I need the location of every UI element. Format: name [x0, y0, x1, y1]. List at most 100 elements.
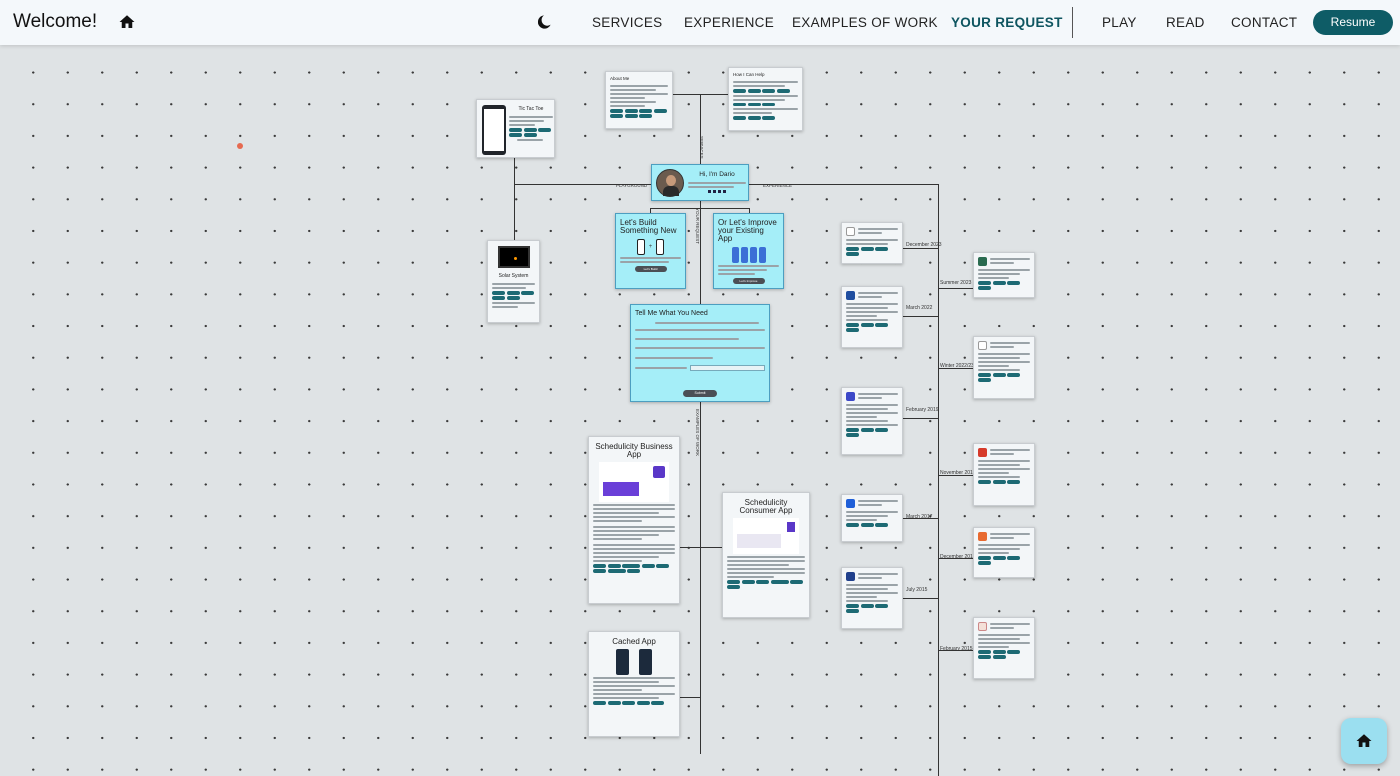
experience-card[interactable]	[973, 443, 1035, 506]
nav-contact[interactable]: CONTACT	[1231, 15, 1298, 30]
experience-card[interactable]	[841, 494, 903, 542]
company-logo	[846, 391, 855, 401]
company-logo	[978, 256, 987, 266]
help-card[interactable]: How I Can Help	[728, 67, 803, 131]
company-logo	[978, 447, 987, 457]
company-logo	[978, 531, 987, 541]
date-left-4: March 2017	[906, 514, 933, 520]
home-icon[interactable]	[118, 13, 136, 31]
date-right-2: Winter 2022/23	[940, 363, 974, 369]
experience-card[interactable]	[841, 387, 903, 455]
improve-illustration	[718, 247, 779, 263]
cached-title: Cached App	[612, 637, 656, 646]
cached-image	[593, 649, 675, 675]
examples-branch	[680, 547, 722, 548]
services-branch	[672, 94, 766, 95]
experience-card[interactable]	[841, 222, 903, 264]
improve-card[interactable]: Or Let's Improve your Existing App Let's…	[713, 213, 784, 289]
date-right-4: December 2015	[940, 554, 976, 560]
sched-biz-card[interactable]: Schedulicity Business App	[588, 436, 680, 604]
date-left-2: March 2022	[906, 305, 933, 311]
experience-card[interactable]	[973, 617, 1035, 679]
company-logo	[978, 621, 987, 631]
sched-biz-image	[599, 462, 669, 502]
trunk-line	[700, 94, 701, 754]
tictactoe-title: Tic Tac Toe	[518, 106, 544, 112]
nav-your-request[interactable]: YOUR REQUEST	[951, 15, 1063, 30]
nav-read[interactable]: READ	[1166, 15, 1205, 30]
link-icon[interactable]	[708, 190, 711, 193]
request-title: Tell Me What You Need	[635, 310, 708, 317]
exp-branch-6	[938, 288, 973, 289]
experience-card[interactable]	[973, 336, 1035, 399]
company-logo	[978, 340, 987, 350]
exp-branch-4	[903, 518, 938, 519]
build-illustration: +	[620, 239, 681, 255]
nav-divider	[1072, 7, 1073, 38]
exp-branch-2	[903, 316, 938, 317]
brand-title[interactable]: Welcome!	[13, 11, 98, 32]
experience-card[interactable]	[841, 286, 903, 348]
tictactoe-card[interactable]: Tic Tac Toe	[476, 99, 555, 158]
improve-button[interactable]: Let's Improve	[732, 278, 765, 284]
date-right-3: November 2017	[940, 470, 976, 476]
build-button[interactable]: Let's Build	[634, 266, 667, 272]
experience-card[interactable]	[973, 252, 1035, 298]
exp-branch-9	[938, 558, 973, 559]
date-right-1: Summer 2023	[940, 280, 972, 286]
build-card[interactable]: Let's Build Something New + Let's Build	[615, 213, 686, 289]
date-left-5: July 2015	[906, 587, 928, 593]
playground-line	[514, 158, 515, 240]
home-icon	[1356, 734, 1372, 747]
date-left-1: December 2023	[906, 242, 942, 248]
message-input[interactable]	[690, 365, 765, 371]
monitor-image	[497, 246, 530, 268]
hero-title: Hi, I'm Dario	[699, 171, 735, 178]
sched-consumer-card[interactable]: Schedulicity Consumer App	[722, 492, 810, 618]
exp-branch-3	[903, 418, 938, 419]
company-logo	[846, 571, 855, 581]
cached-branch	[680, 697, 700, 698]
sched-biz-title: Schedulicity Business App	[595, 442, 673, 459]
build-connector	[650, 208, 651, 214]
hero-card[interactable]: Hi, I'm Dario	[651, 164, 749, 201]
date-left-3: February 2019	[906, 407, 939, 413]
nav-services[interactable]: SERVICES	[592, 15, 663, 30]
experience-card[interactable]	[973, 527, 1035, 578]
submit-button[interactable]: Submit	[683, 390, 717, 397]
nav-experience[interactable]: EXPERIENCE	[684, 15, 775, 30]
company-logo	[846, 226, 855, 236]
about-card[interactable]: About Me	[605, 71, 673, 129]
exp-branch-10	[938, 650, 973, 651]
moon-icon[interactable]	[538, 13, 554, 31]
date-right-5: February 2015	[940, 646, 973, 652]
cached-card[interactable]: Cached App	[588, 631, 680, 737]
label-services: SERVICES	[699, 136, 704, 159]
nav-examples-of-work[interactable]: EXAMPLES OF WORK	[792, 15, 938, 30]
label-examples: EXAMPLES OF WORK	[695, 409, 700, 457]
solar-title: Solar System	[498, 273, 529, 279]
improve-title: Or Let's Improve your Existing App	[718, 218, 777, 243]
experience-card[interactable]	[841, 567, 903, 629]
link-icon[interactable]	[713, 190, 716, 193]
exp-branch-5	[903, 598, 938, 599]
exp-branch-7	[938, 368, 973, 369]
avatar	[656, 169, 684, 197]
scroll-home-button[interactable]	[1341, 718, 1387, 764]
exp-branch-8	[938, 475, 973, 476]
cursor-dot	[237, 143, 243, 149]
experience-line	[938, 184, 939, 776]
link-icon[interactable]	[723, 190, 726, 193]
label-playground: PLAYGROUND	[616, 183, 648, 188]
link-icon[interactable]	[718, 190, 721, 193]
exp-branch-1	[903, 248, 938, 249]
improve-connector	[749, 208, 750, 214]
label-experience: EXPERIENCE	[763, 183, 793, 188]
help-title: How I Can Help	[733, 72, 765, 77]
request-card[interactable]: Tell Me What You Need Submit	[630, 304, 770, 402]
top-nav: Welcome! SERVICES EXPERIENCE EXAMPLES OF…	[0, 0, 1400, 45]
resume-button[interactable]: Resume	[1313, 10, 1393, 35]
solar-card[interactable]: Solar System	[487, 240, 540, 323]
build-title: Let's Build Something New	[620, 218, 677, 235]
nav-play[interactable]: PLAY	[1102, 15, 1137, 30]
